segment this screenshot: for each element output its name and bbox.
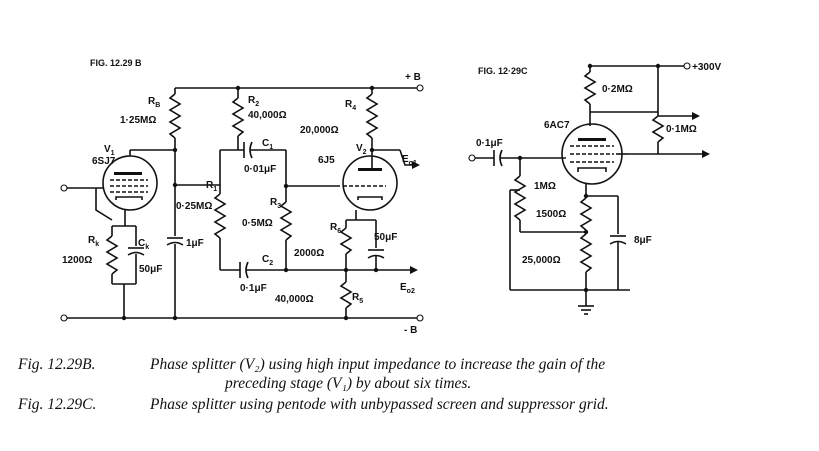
rk-resistor (105, 235, 119, 275)
svg-text:RB: RB (148, 96, 160, 109)
fig-b-title: FIG. 12.29 B (90, 58, 142, 68)
rb-resistor (168, 93, 182, 139)
v2-tube-icon (342, 155, 398, 211)
caption-label: Fig. 12.29B. (18, 356, 96, 373)
r3-value: 0·5MΩ (242, 218, 273, 229)
c-bypass-value: 8μF (634, 235, 652, 246)
r-out-value: 0·1MΩ (666, 124, 697, 135)
c2-value: 0·1μF (240, 283, 267, 294)
c-in-value: 0·1μF (476, 138, 503, 149)
svg-text:C2: C2 (262, 254, 273, 267)
r4-resistor (365, 93, 379, 139)
r-plate-resistor (583, 71, 597, 105)
svg-text:R4: R4 (345, 99, 356, 112)
schematic-drawing: FIG. 12.29 B + B - B RB 1·25MΩ V1 6SJ7 (60, 58, 722, 336)
plus-b-label: + B (405, 72, 421, 83)
r-k1-resistor (579, 197, 593, 231)
r-k1-value: 1500Ω (536, 209, 566, 220)
minus-b-label: - B (404, 325, 417, 336)
svg-text:Eo1: Eo1 (402, 154, 417, 167)
svg-text:C1: C1 (262, 138, 273, 151)
svg-text:Eo2: Eo2 (400, 282, 415, 295)
fig-b-circuit: FIG. 12.29 B + B - B RB 1·25MΩ V1 6SJ7 (60, 58, 424, 336)
rk-value: 1200Ω (62, 255, 92, 266)
r6-value: 2000Ω (294, 248, 324, 259)
svg-text:R5: R5 (352, 292, 363, 305)
r4-value: 20,000Ω (300, 125, 339, 136)
r2-value: 40,000Ω (248, 110, 287, 121)
r-plate-value: 0·2MΩ (602, 84, 633, 95)
r1-resistor (213, 193, 227, 239)
r-k2-value: 25,000Ω (522, 255, 561, 266)
rb-value: 1·25MΩ (120, 115, 156, 126)
fig-c-circuit: FIG. 12·29C +300V 0·2MΩ 0·1MΩ 6AC7 (468, 62, 722, 315)
caption-label: Fig. 12.29C. (18, 396, 97, 413)
svg-text:V2: V2 (356, 143, 367, 156)
supply-label: +300V (692, 62, 722, 73)
svg-text:R1: R1 (206, 180, 217, 193)
svg-text:R3: R3 (270, 197, 281, 210)
caption-fig-b-line2: preceding stage (V₁) by about six times. (225, 375, 472, 392)
r3-resistor (279, 201, 293, 241)
r2-resistor (231, 97, 245, 137)
caption-text: Phase splitter (V₂) using high input imp… (150, 356, 606, 373)
v2-type: 6J5 (318, 155, 335, 166)
fig-c-title: FIG. 12·29C (478, 66, 528, 76)
r1-value: 0·25MΩ (176, 201, 212, 212)
svg-text:R2: R2 (248, 95, 259, 108)
r-grid-resistor (513, 175, 527, 221)
r5-value: 40,000Ω (275, 294, 314, 305)
c-1uf-value: 1μF (186, 238, 204, 249)
c-50uf-value: 50μF (374, 232, 397, 243)
svg-text:R6: R6 (330, 222, 341, 235)
tube-type: 6AC7 (544, 120, 570, 131)
r-k2-resistor (579, 233, 593, 273)
r-grid-value: 1MΩ (534, 181, 556, 192)
svg-text:V1: V1 (104, 144, 115, 157)
svg-text:Rk: Rk (88, 235, 99, 248)
ck-value: 50μF (139, 264, 162, 275)
v1-type: 6SJ7 (92, 156, 116, 167)
c1-value: 0·01μF (244, 164, 276, 175)
svg-text:Ck: Ck (138, 238, 149, 251)
caption-text: Phase splitter using pentode with unbypa… (150, 396, 609, 413)
r5-resistor (339, 281, 353, 309)
r-out-resistor (651, 115, 665, 143)
r6-resistor (339, 227, 353, 255)
